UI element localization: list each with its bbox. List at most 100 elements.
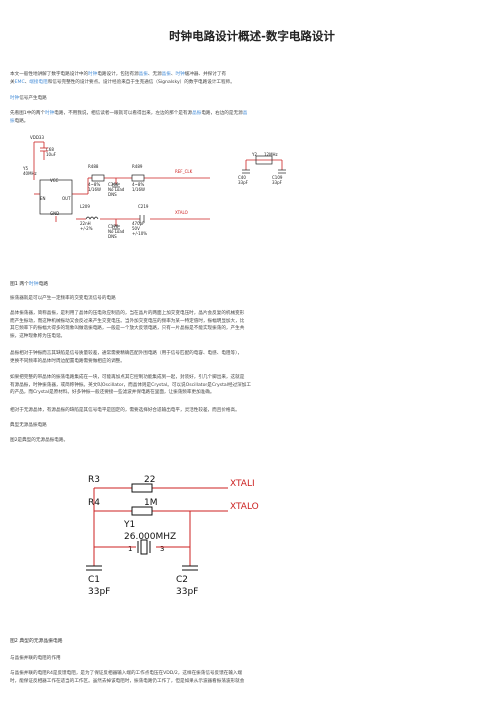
para-text: 电路，不用我说，相信读者一眼就可以看得出来，左边的那个是有源: [54, 111, 193, 116]
figure1-schematic: VDD33 C68 10uF Y5 40MHz EN OUT VCC GND R…: [22, 135, 286, 239]
label-c219: C219: [138, 204, 149, 209]
heading-feedback-resistor: 与晶振并联的电阻的作用: [10, 656, 61, 661]
fig2-components: [86, 483, 198, 571]
paragraph-feedback: 与晶振并联的电阻R4是反馈电阻，是为了保证反相器输入端的工作点电压在VDD/2，…: [10, 670, 496, 685]
label-l209v: 22nH: [80, 221, 91, 226]
section-heading-clock-signal: 时钟信号产生电路: [10, 95, 496, 103]
label-pin1: 1: [128, 545, 132, 553]
link-emc[interactable]: EMC: [14, 79, 25, 85]
label-c2: C2: [176, 575, 188, 585]
label-c219v: 470pF: [132, 221, 145, 226]
label-y2: Y2: [251, 152, 257, 157]
label-c366: C366: [108, 182, 119, 187]
link-clock[interactable]: 时钟: [45, 111, 55, 116]
label-y1: Y1: [123, 520, 135, 530]
fig1-components: [39, 155, 286, 230]
label-c170: C170: [108, 224, 119, 229]
r488-body: [91, 174, 105, 182]
link-clock[interactable]: 时钟: [175, 72, 185, 77]
link-clock[interactable]: 时钟: [10, 96, 20, 101]
link-crystal[interactable]: 晶振: [138, 72, 148, 77]
para-line: 时，能保证反相器工作在适当的工作区。虽然去掉该电阻时，振荡电路仍工作了，但是如果…: [10, 678, 245, 684]
link-crystal[interactable]: 晶振: [161, 72, 171, 77]
intro-paragraph: 本文一般性地讲解了数字电路设计中的时钟电路设计，包括有源晶振、无源晶振、时钟缓冲…: [10, 71, 496, 86]
label-ref-clk: REF_CLK: [175, 169, 193, 174]
label-c68v: 10uF: [46, 152, 57, 157]
link-clock[interactable]: 时钟: [88, 72, 98, 77]
caption-text: 电路: [38, 282, 49, 287]
para-line: 如果把完整的带晶体的振荡电路集成在一块，可能再加点其它控制功能集成到一起，封装好…: [10, 375, 245, 380]
y5-oscillator-box: [39, 179, 73, 215]
label-xtalo: XTALO: [175, 210, 188, 215]
r489-body: [131, 174, 145, 182]
intro-text: 、: [24, 79, 30, 85]
link-crystal[interactable]: 振: [10, 118, 15, 124]
label-y1v: 26.000MHZ: [124, 532, 176, 542]
para-text: 电路。: [14, 118, 29, 124]
label-pin3: 3: [160, 545, 164, 553]
paragraph-fig2-intro: 图2是典型的无源晶振电路。: [10, 438, 69, 443]
para-line: 其它频率下的振幅大得多的现象叫做谐振电路，一般是一个放大反馈电路，只有一片晶振是…: [10, 326, 245, 332]
sec1-paragraph: 先看图1中的两个时钟电路，不用我说，相信读者一眼就可以看得出来，左边的那个是有源…: [10, 110, 496, 125]
label-vdd: VDD33: [30, 135, 44, 140]
label-c2v: 33pF: [176, 587, 198, 597]
para-line: 晶振相对于钟振而言其缺陷是信号质量较差，通常需要精确匹配外围电路（用于信号匹配的…: [10, 351, 242, 356]
intro-text: 缓冲器、并探讨了有: [184, 72, 227, 77]
figure2-caption: 图2 典型的无源晶振电路: [10, 639, 63, 644]
label-c219t: +/-10%: [132, 231, 147, 236]
label-l209t: +/-2%: [80, 226, 93, 231]
intro-text: 关: [10, 79, 15, 85]
link-crystal[interactable]: 晶: [242, 111, 248, 116]
label-r488w: 1/16W: [88, 187, 101, 192]
para-line: 振，这种现象称为压电谐。: [10, 333, 66, 339]
intro-text: 电路设计，包括有源: [97, 72, 139, 77]
y1-crystal: [140, 539, 148, 555]
paragraph-passive: 相对于无源晶体，有源晶振的缺陷是其信号电平是固定的，需要选择好合适输出电平，灵活…: [10, 408, 240, 413]
paragraph-crystal: 晶体振荡器，简称晶振，是利用了晶体的压电效应制造的，当在晶片的两面上加交变电压时…: [10, 310, 496, 340]
label-y5v: 40MHz: [23, 171, 37, 176]
label-l209: L209: [80, 204, 90, 209]
label-c170d: DNS: [108, 234, 117, 239]
label-r488v: 4~8%: [88, 182, 100, 187]
label-en: EN: [40, 196, 46, 201]
figure2-schematic: R3 22 R4 1M Y1 26.000MHZ C1 33pF C2 33pF…: [86, 475, 259, 597]
para-line: 更换不同频率的晶体时周边配置电路需要做相应的调整。: [10, 358, 125, 364]
paragraph-active-oscillator: 如果把完整的带晶体的振荡电路集成在一块，可能再加点其它控制功能集成到一起，封装好…: [10, 374, 496, 397]
link-termination[interactable]: 端接电阻: [29, 79, 48, 85]
figure1-caption: 图1 两个时钟电路: [10, 280, 48, 287]
intro-text: 和信号完整性的设计要点。设计经验来自于生克通信（Signalsky）的数字电路设…: [47, 79, 235, 85]
label-out: OUT: [62, 196, 71, 201]
r3-body: [131, 483, 153, 493]
label-c68: C68: [46, 147, 54, 152]
label-c219w: 50V: [132, 226, 140, 231]
fig2-wires: [93, 487, 228, 566]
label-gnd: GND: [50, 211, 59, 216]
label-c109: C109: [272, 175, 283, 180]
label-r489v: 4~8%: [132, 182, 144, 187]
page-title: 时钟电路设计概述-数字电路设计: [169, 29, 335, 43]
label-y2v: 12MHz: [264, 152, 278, 157]
link-clock[interactable]: 时钟: [28, 282, 39, 287]
label-r489: R489: [132, 164, 143, 169]
y2-crystal-box: [255, 155, 273, 165]
label-r488: R488: [88, 164, 99, 169]
label-c109v: 33pF: [272, 180, 283, 185]
label-c1: C1: [88, 575, 100, 585]
label-xtalo: XTALO: [230, 502, 259, 512]
para-line: 晶体振荡器，简称晶振，是利用了晶体的压电效应制造的，当在晶片的两面上加交变电压时…: [10, 311, 245, 316]
para-text: 先看图1中的两个: [10, 111, 46, 116]
para-text: 电路，右边的是无源: [201, 111, 243, 116]
label-xtali: XTALI: [230, 479, 255, 489]
para-line: 而产生振动，而这种机械振动又会反过来产生交变电压。当外加交变电压的频率为某一特定…: [10, 318, 245, 324]
fig1-wires: [33, 141, 283, 226]
label-c366v: No Load: [108, 187, 125, 192]
r4-body: [131, 506, 153, 516]
intro-text: 本文一般性地讲解了数字电路设计中的: [10, 72, 89, 77]
para-line: 的产品，而Crystal是原材料。好多钟振一般还要接一些滤波并保电路在里面，让振…: [10, 390, 215, 396]
label-r489w: 1/16W: [132, 187, 145, 192]
paragraph-selection: 晶振相对于钟振而言其缺陷是信号质量较差，通常需要精确匹配外围电路（用于信号匹配的…: [10, 350, 496, 365]
label-c170v: No Load: [108, 229, 125, 234]
label-c366d: DNS: [108, 192, 117, 197]
link-crystal[interactable]: 晶振: [192, 111, 202, 116]
